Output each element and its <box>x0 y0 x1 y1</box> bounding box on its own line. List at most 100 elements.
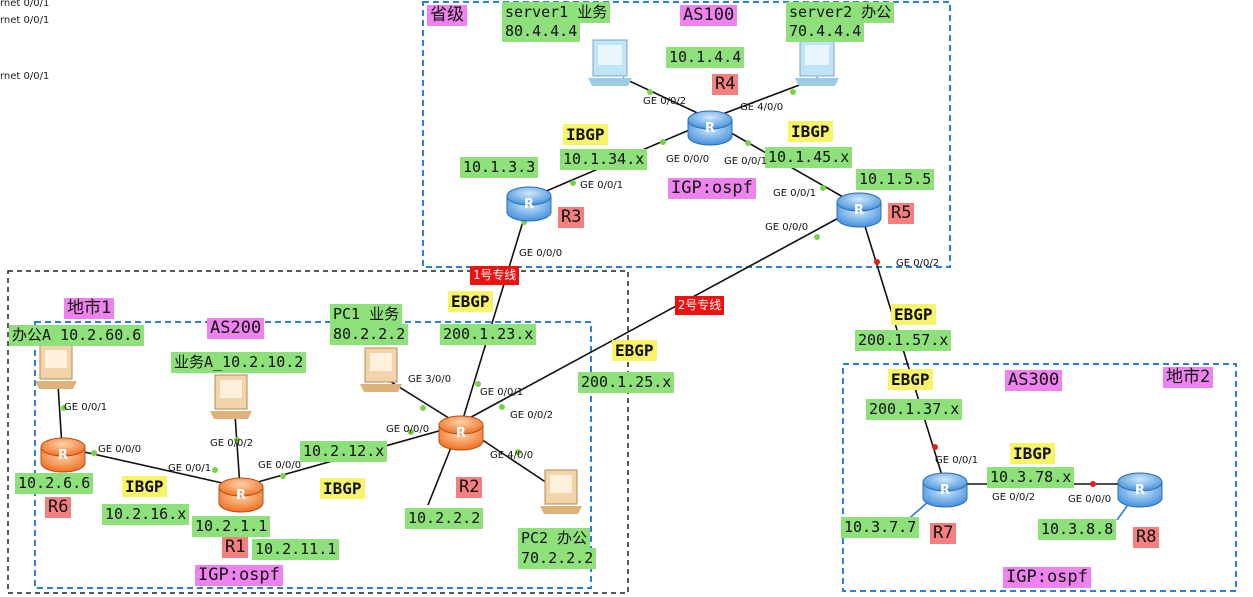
port-r1-ge002: GE 0/0/2 <box>210 438 254 449</box>
router-r5-icon: R <box>836 192 882 228</box>
as200-label: AS200 <box>207 318 265 339</box>
router-r6-icon: R <box>40 437 86 473</box>
port-r5-ge000: GE 0/0/0 <box>765 222 809 233</box>
region-province-label: 省级 <box>427 5 467 26</box>
router-r4-icon: R <box>687 110 733 146</box>
port-r4-ge000: GE 0/0/0 <box>666 154 710 165</box>
dedicated-line-2: 2号专线 <box>675 296 725 315</box>
svg-text:R: R <box>940 483 950 498</box>
region-city2-label: 地市2 <box>1163 367 1214 388</box>
port-r2-ge400: GE 4/0/0 <box>490 450 534 461</box>
ebgp-label-r5r7: EBGP <box>891 304 936 325</box>
port-r8-ge000: GE 0/0/0 <box>1068 494 1112 505</box>
port-r6-ge000: GE 0/0/0 <box>98 444 142 455</box>
pc1-icon <box>360 347 402 392</box>
pc2-ip: 70.2.2.2 <box>518 548 597 569</box>
net-212: 10.2.12.x <box>300 441 388 462</box>
igp-ospf-as200: IGP:ospf <box>195 565 283 586</box>
pc1-name: PC1 业务 <box>330 304 403 325</box>
svg-text:R: R <box>524 197 534 212</box>
svg-text:R: R <box>456 426 466 441</box>
port-r2-ge001: GE 0/0/1 <box>480 387 524 398</box>
link-server1-r4 <box>622 77 709 119</box>
svg-text:R: R <box>1135 483 1145 498</box>
port-r2-ge300: GE 3/0/0 <box>408 374 452 385</box>
as200-boundary <box>34 321 592 589</box>
ibgp-label-r4r5: IBGP <box>788 121 833 142</box>
router-r5-label: R5 <box>888 203 915 224</box>
router-icons: R R R R R R R R <box>40 110 1163 513</box>
ibgp-label-r1r2: IBGP <box>320 478 365 499</box>
server1-ip: 80.4.4.4 <box>502 21 581 42</box>
r8-loopback: 10.3.8.8 <box>1038 519 1117 540</box>
router-r8-label: R8 <box>1133 527 1160 548</box>
port-r4-ge400: GE 4/0/0 <box>740 102 784 113</box>
link-r1-busA <box>234 414 241 488</box>
city1-outer-boundary <box>7 270 629 594</box>
router-r3-icon: R <box>506 186 552 222</box>
port-r2-ge000: GE 0/0/0 <box>386 424 430 435</box>
server2-ip: 70.4.4.4 <box>786 21 865 42</box>
router-r4-label: R4 <box>712 74 739 95</box>
r2-loopback: 10.2.2.2 <box>405 508 484 529</box>
r4-loopback: 10.1.4.4 <box>666 47 745 68</box>
router-r7-icon: R <box>922 472 968 508</box>
router-r1-label: R1 <box>222 537 249 558</box>
port-r2-ge002: GE 0/0/2 <box>510 410 554 421</box>
port-r6-ge001: GE 0/0/1 <box>64 402 108 413</box>
link-r3-r2 <box>461 204 529 423</box>
svg-text:R: R <box>58 448 68 463</box>
port-r4-ge002: GE 0/0/2 <box>643 96 687 107</box>
ibgp-label-r3r4: IBGP <box>563 124 608 145</box>
r1-loopback-2: 10.2.11.1 <box>252 539 340 560</box>
business-a-icon <box>210 374 252 419</box>
cropped-text-2: rnet 0/0/1 <box>0 15 50 26</box>
cropped-text-1: rnet 0/0/1 <box>0 0 50 9</box>
pc2-name: PC2 办公 <box>518 528 591 549</box>
server1-icon <box>588 39 632 86</box>
r1-loopback: 10.2.1.1 <box>192 516 271 537</box>
ebgp-23-net: 200.1.23.x <box>440 324 537 345</box>
port-r5-ge001: GE 0/0/1 <box>773 188 817 199</box>
ebgp-37-net: 200.1.37.x <box>866 399 963 420</box>
net-34: 10.1.34.x <box>560 149 648 170</box>
port-r7-ge001: GE 0/0/1 <box>935 455 979 466</box>
router-r2-icon: R <box>438 415 484 451</box>
router-r7-label: R7 <box>930 523 957 544</box>
pc2-icon <box>540 469 582 514</box>
dedicated-line-1: 1号专线 <box>470 266 520 285</box>
link-r5-r2 <box>461 207 858 423</box>
port-r3-ge001: GE 0/0/1 <box>580 180 624 191</box>
r7-loopback: 10.3.7.7 <box>841 517 920 538</box>
port-r4-ge001: GE 0/0/1 <box>724 156 768 167</box>
router-r6-label: R6 <box>45 497 72 518</box>
router-r1-icon: R <box>218 477 264 513</box>
router-r8-icon: R <box>1117 472 1163 508</box>
igp-ospf-as300: IGP:ospf <box>1003 567 1091 588</box>
ebgp-57-net: 200.1.57.x <box>855 330 952 351</box>
server1-name: server1 业务 <box>502 2 611 23</box>
as100-label: AS100 <box>680 5 738 26</box>
r5-loopback: 10.1.5.5 <box>856 169 935 190</box>
pc-icons <box>35 39 839 514</box>
cropped-text-3: rnet 0/0/1 <box>0 71 50 82</box>
svg-text:R: R <box>236 488 246 503</box>
router-r3-label: R3 <box>558 207 585 228</box>
as300-label: AS300 <box>1005 370 1063 391</box>
r6-loopback: 10.2.6.6 <box>15 473 94 494</box>
net-45: 10.1.45.x <box>765 147 853 168</box>
ebgp-25-net: 200.1.25.x <box>578 372 675 393</box>
svg-text:R: R <box>854 203 864 218</box>
province-boundary <box>422 1 951 268</box>
pc1-ip: 80.2.2.2 <box>330 324 409 345</box>
ibgp-label-r7r8: IBGP <box>1010 443 1055 464</box>
port-r3-ge000: GE 0/0/0 <box>519 248 563 259</box>
office-a-icon <box>35 344 77 389</box>
server2-icon <box>795 39 839 86</box>
igp-ospf-as100: IGP:ospf <box>668 178 756 199</box>
svg-text:R: R <box>705 121 715 136</box>
port-r1-ge000: GE 0/0/0 <box>258 460 302 471</box>
ibgp-label-r1r6: IBGP <box>122 476 167 497</box>
business-a-label: 业务A_10.2.10.2 <box>171 352 307 373</box>
region-city1-label: 地市1 <box>64 298 115 319</box>
